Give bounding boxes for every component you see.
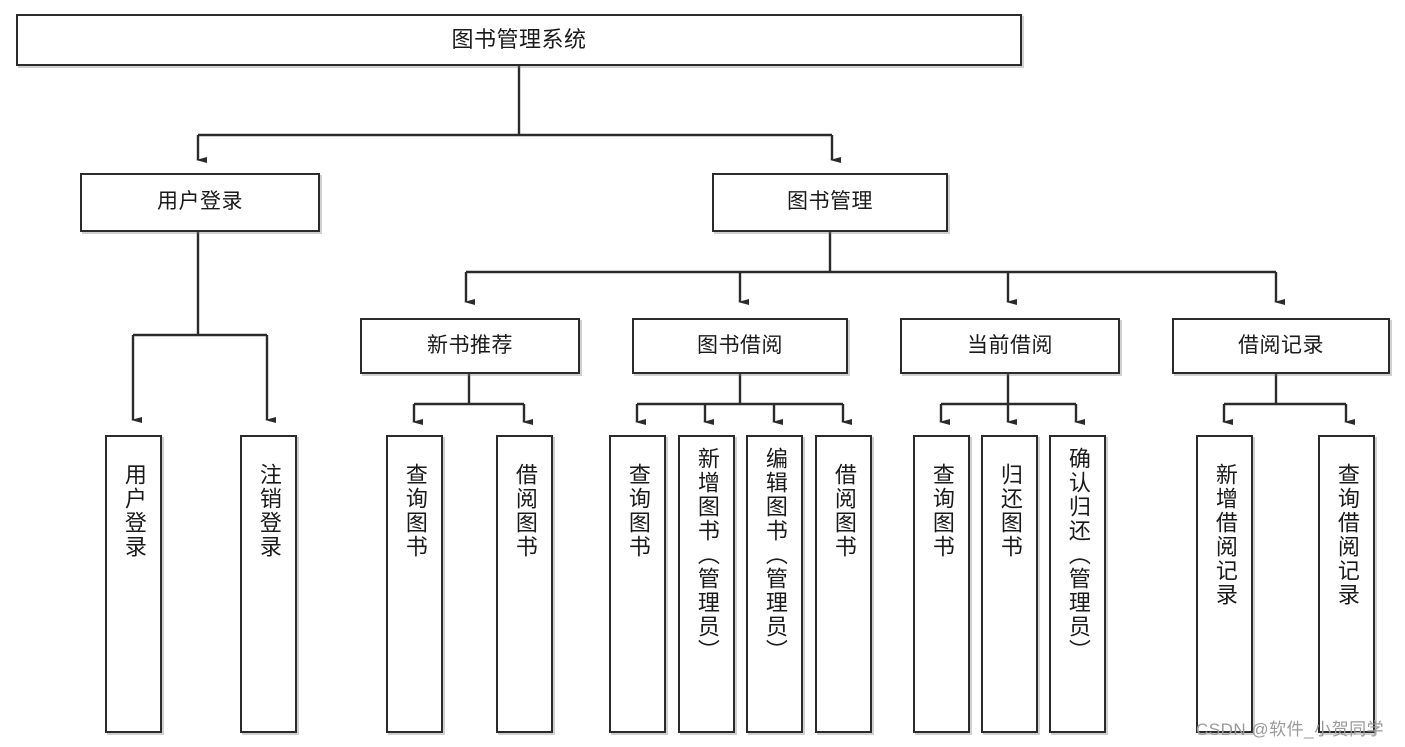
leaf-current-query-book[interactable]: 查询图书 [913,435,970,733]
leaf-borrow-borrow-book[interactable]: 借阅图书 [815,435,872,733]
node-label: 查询借阅记录 [1334,463,1360,607]
node-label: 用户登录 [121,463,147,559]
leaf-user-login-logout[interactable]: 注销登录 [240,435,297,733]
node-label: 借阅图书 [512,463,538,559]
node-label: 编辑图书（管理员） [762,447,788,663]
leaf-record-add-record[interactable]: 新增借阅记录 [1196,435,1253,733]
node-new-book-recommend[interactable]: 新书推荐 [360,318,580,374]
leaf-borrow-edit-book-admin[interactable]: 编辑图书（管理员） [746,435,803,733]
node-label: 归还图书 [997,463,1023,559]
node-label: 注销登录 [256,463,282,559]
node-label: 用户登录 [157,190,243,214]
node-label: 查询图书 [929,463,955,559]
node-user-login[interactable]: 用户登录 [80,173,320,232]
node-label: 图书借阅 [697,333,783,357]
node-label: 确认归还（管理员） [1065,447,1091,663]
leaf-user-login-login[interactable]: 用户登录 [105,435,162,733]
node-label: 图书管理系统 [451,27,587,53]
node-label: 新增借阅记录 [1212,463,1238,607]
leaf-new-book-borrow[interactable]: 借阅图书 [496,435,553,733]
node-label: 当前借阅 [967,333,1053,357]
node-label: 新增图书（管理员） [694,447,720,663]
node-label: 借阅图书 [831,463,857,559]
node-label: 新书推荐 [427,333,513,357]
node-borrow-record[interactable]: 借阅记录 [1172,318,1390,374]
node-book-borrow[interactable]: 图书借阅 [632,318,848,374]
node-root-system[interactable]: 图书管理系统 [16,14,1022,66]
node-label: 图书管理 [787,190,873,214]
node-current-borrow[interactable]: 当前借阅 [900,318,1120,374]
leaf-current-confirm-return-admin[interactable]: 确认归还（管理员） [1049,435,1106,733]
leaf-record-query-record[interactable]: 查询借阅记录 [1318,435,1375,733]
leaf-new-book-query[interactable]: 查询图书 [386,435,443,733]
leaf-current-return-book[interactable]: 归还图书 [981,435,1038,733]
watermark: CSDN @软件_小贺同学 [1196,720,1385,739]
leaf-borrow-query-book[interactable]: 查询图书 [609,435,666,733]
node-label: 借阅记录 [1238,333,1324,357]
leaf-borrow-add-book-admin[interactable]: 新增图书（管理员） [678,435,735,733]
node-label: 查询图书 [402,463,428,559]
node-label: 查询图书 [625,463,651,559]
node-book-management[interactable]: 图书管理 [712,173,948,232]
